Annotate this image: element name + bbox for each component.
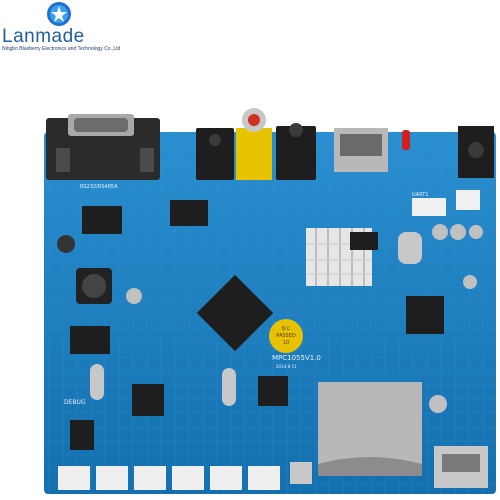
svg-text:PASSED: PASSED bbox=[276, 333, 296, 339]
debug-label: DEBUG bbox=[64, 399, 86, 406]
uart-label: UART1 bbox=[412, 192, 428, 198]
chip-u4 bbox=[258, 376, 288, 406]
red-led bbox=[402, 130, 410, 150]
brand-name: Lanmade bbox=[2, 26, 85, 47]
usb-port bbox=[434, 446, 488, 488]
crystal-oscillator bbox=[90, 364, 104, 400]
main-chip bbox=[196, 274, 274, 352]
qc-sticker: Q.C PASSED 10 bbox=[269, 319, 303, 353]
board-date-label: 2014-8-11 bbox=[276, 364, 297, 369]
company-tagline: Ningbo Blueberry Electronics and Technol… bbox=[2, 46, 121, 52]
board-model-label: MPC1055V1.0 bbox=[272, 354, 321, 362]
svg-text:Q.C: Q.C bbox=[281, 326, 291, 332]
chip-u1 bbox=[82, 206, 122, 234]
capacitor bbox=[57, 235, 75, 253]
db9-serial-connector bbox=[46, 114, 160, 180]
svg-text:10: 10 bbox=[283, 340, 289, 346]
star-swirl-icon bbox=[47, 2, 71, 26]
power-jack bbox=[458, 126, 494, 178]
company-logo: Lanmade Ningbo Blueberry Electronics and… bbox=[0, 0, 140, 58]
inductor bbox=[76, 268, 112, 304]
chip-u5 bbox=[70, 326, 110, 354]
bottom-connectors bbox=[58, 462, 312, 490]
rca-jack bbox=[236, 108, 272, 180]
uart-header bbox=[412, 198, 446, 216]
audio-jack-left bbox=[196, 128, 234, 180]
chip-u3 bbox=[132, 384, 164, 416]
chip-u2 bbox=[406, 296, 444, 334]
hdmi-port bbox=[334, 128, 388, 172]
audio-jack-right bbox=[276, 123, 316, 180]
port-label: RS232/RS485A bbox=[80, 184, 118, 190]
sd-card-slot bbox=[318, 382, 422, 476]
